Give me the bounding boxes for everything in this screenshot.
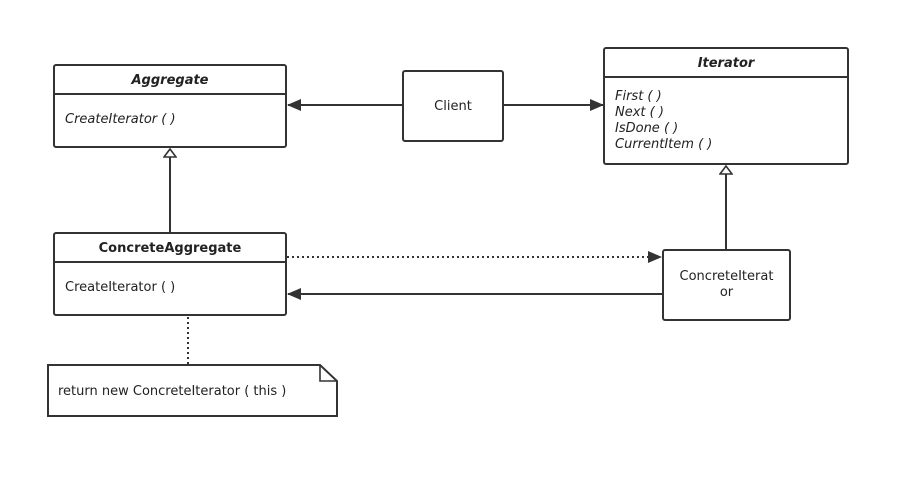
- note-text: return new ConcreteIterator ( this ): [58, 384, 287, 399]
- iterator-operation-next: Next ( ): [615, 105, 664, 120]
- iterator-class-name: Iterator: [605, 49, 847, 78]
- iterator-operation-first: First ( ): [615, 89, 662, 104]
- client-class[interactable]: Client: [402, 70, 504, 142]
- iterator-operation-isdone: IsDone ( ): [615, 121, 679, 136]
- concrete-aggregate-class-name: ConcreteAggregate: [55, 234, 285, 263]
- aggregate-class-name: Aggregate: [55, 66, 285, 95]
- aggregate-class[interactable]: Aggregate CreateIterator ( ): [53, 64, 287, 148]
- concrete-iterator-name-line1: ConcreteIterat: [679, 269, 774, 284]
- note-shape: [47, 364, 338, 417]
- iterator-class[interactable]: Iterator First ( ) Next ( ) IsDone ( ) C…: [603, 47, 849, 165]
- note[interactable]: return new ConcreteIterator ( this ): [48, 365, 337, 416]
- concrete-iterator-name-line2: or: [719, 285, 734, 300]
- concrete-aggregate-class[interactable]: ConcreteAggregate CreateIterator ( ): [53, 232, 287, 316]
- note-fold: [319, 365, 337, 382]
- iterator-operation-currentitem: CurrentItem ( ): [615, 137, 713, 152]
- client-class-name: Client: [434, 98, 472, 114]
- concrete-aggregate-operation: CreateIterator ( ): [65, 280, 176, 295]
- concrete-iterator-class[interactable]: ConcreteIterat or: [662, 249, 791, 321]
- aggregate-operation: CreateIterator ( ): [65, 112, 176, 127]
